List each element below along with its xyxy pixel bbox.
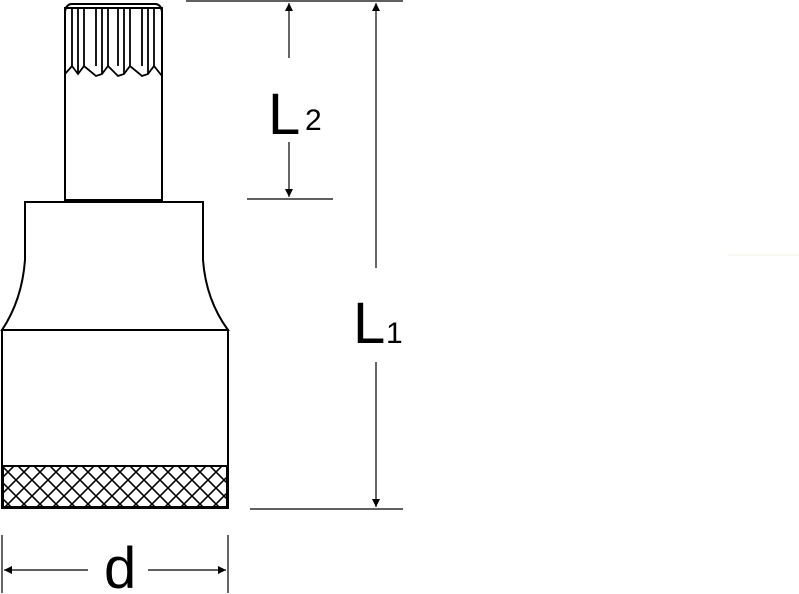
l2-label-letter: L xyxy=(268,82,300,147)
socket-body xyxy=(0,201,230,509)
extension-lines xyxy=(1,0,403,593)
bit-shaft xyxy=(64,3,163,201)
bit-splines xyxy=(64,8,163,78)
d-label: d xyxy=(104,536,136,594)
socket-upper xyxy=(0,201,230,331)
l2-label-subscript: 2 xyxy=(305,104,322,137)
bit-tip-top xyxy=(64,3,163,13)
bit-body xyxy=(64,7,163,201)
l1-label-letter: L xyxy=(353,291,385,356)
l1-label-subscript: 1 xyxy=(386,317,403,350)
knurled-band xyxy=(2,465,228,508)
